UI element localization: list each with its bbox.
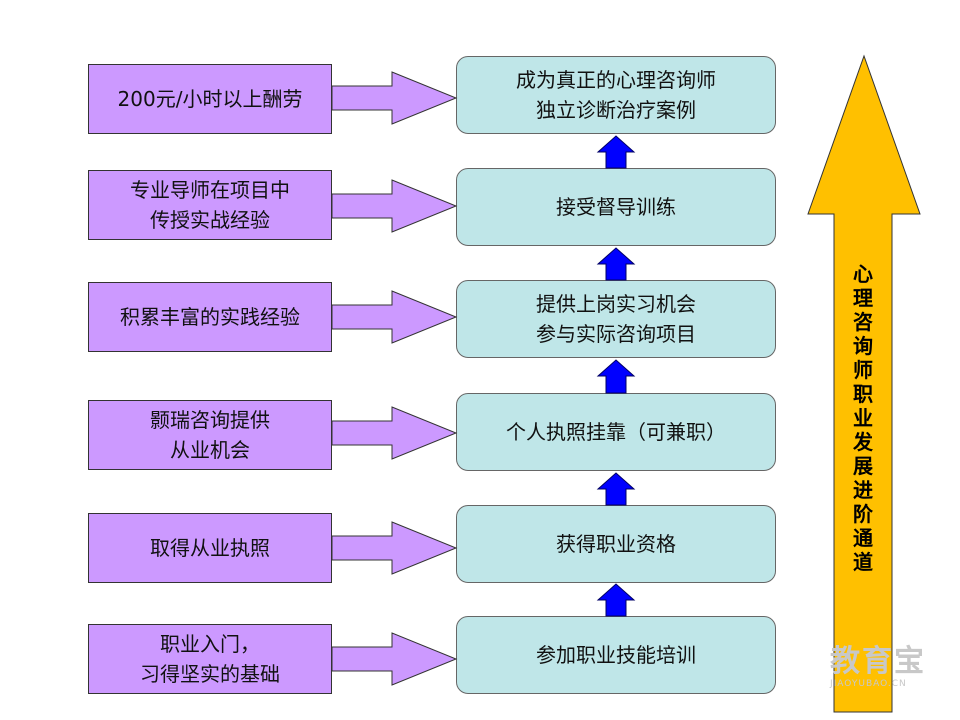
right-box-training: 参加职业技能培训 [456,616,776,694]
right-arrow-2 [331,179,458,233]
left-box-opportunity: 颢瑞咨询提供 从业机会 [88,400,332,470]
right-arrow-1 [331,71,458,125]
right-arrow-5 [331,521,458,575]
watermark-main: 教育宝 [830,644,926,679]
career-path-arrow [807,54,921,713]
left-box-mentor: 专业导师在项目中 传授实战经验 [88,170,332,240]
right-box-supervision: 接受督导训练 [456,168,776,246]
up-arrow-2 [596,247,636,281]
right-arrow-3 [331,290,458,344]
career-path-label: 心理咨询师职业发展进阶通道 [853,262,873,574]
left-box-pay: 200元/小时以上酬劳 [88,64,332,134]
right-arrow-6 [331,632,458,686]
up-arrow-1 [596,135,636,169]
up-arrow-3 [596,359,636,394]
left-box-entry: 职业入门， 习得坚实的基础 [88,624,332,694]
watermark-sub: JIAOYUBAO.CN [830,679,907,689]
left-box-practice: 积累丰富的实践经验 [88,282,332,352]
right-box-qualification: 获得职业资格 [456,505,776,583]
right-box-counselor: 成为真正的心理咨询师 独立诊断治疗案例 [456,56,776,134]
right-arrow-4 [331,406,458,460]
up-arrow-5 [596,583,636,617]
right-box-internship: 提供上岗实习机会 参与实际咨询项目 [456,280,776,358]
watermark-logo: 教育宝 JIAOYUBAO.CN [830,646,950,690]
up-arrow-4 [596,472,636,506]
